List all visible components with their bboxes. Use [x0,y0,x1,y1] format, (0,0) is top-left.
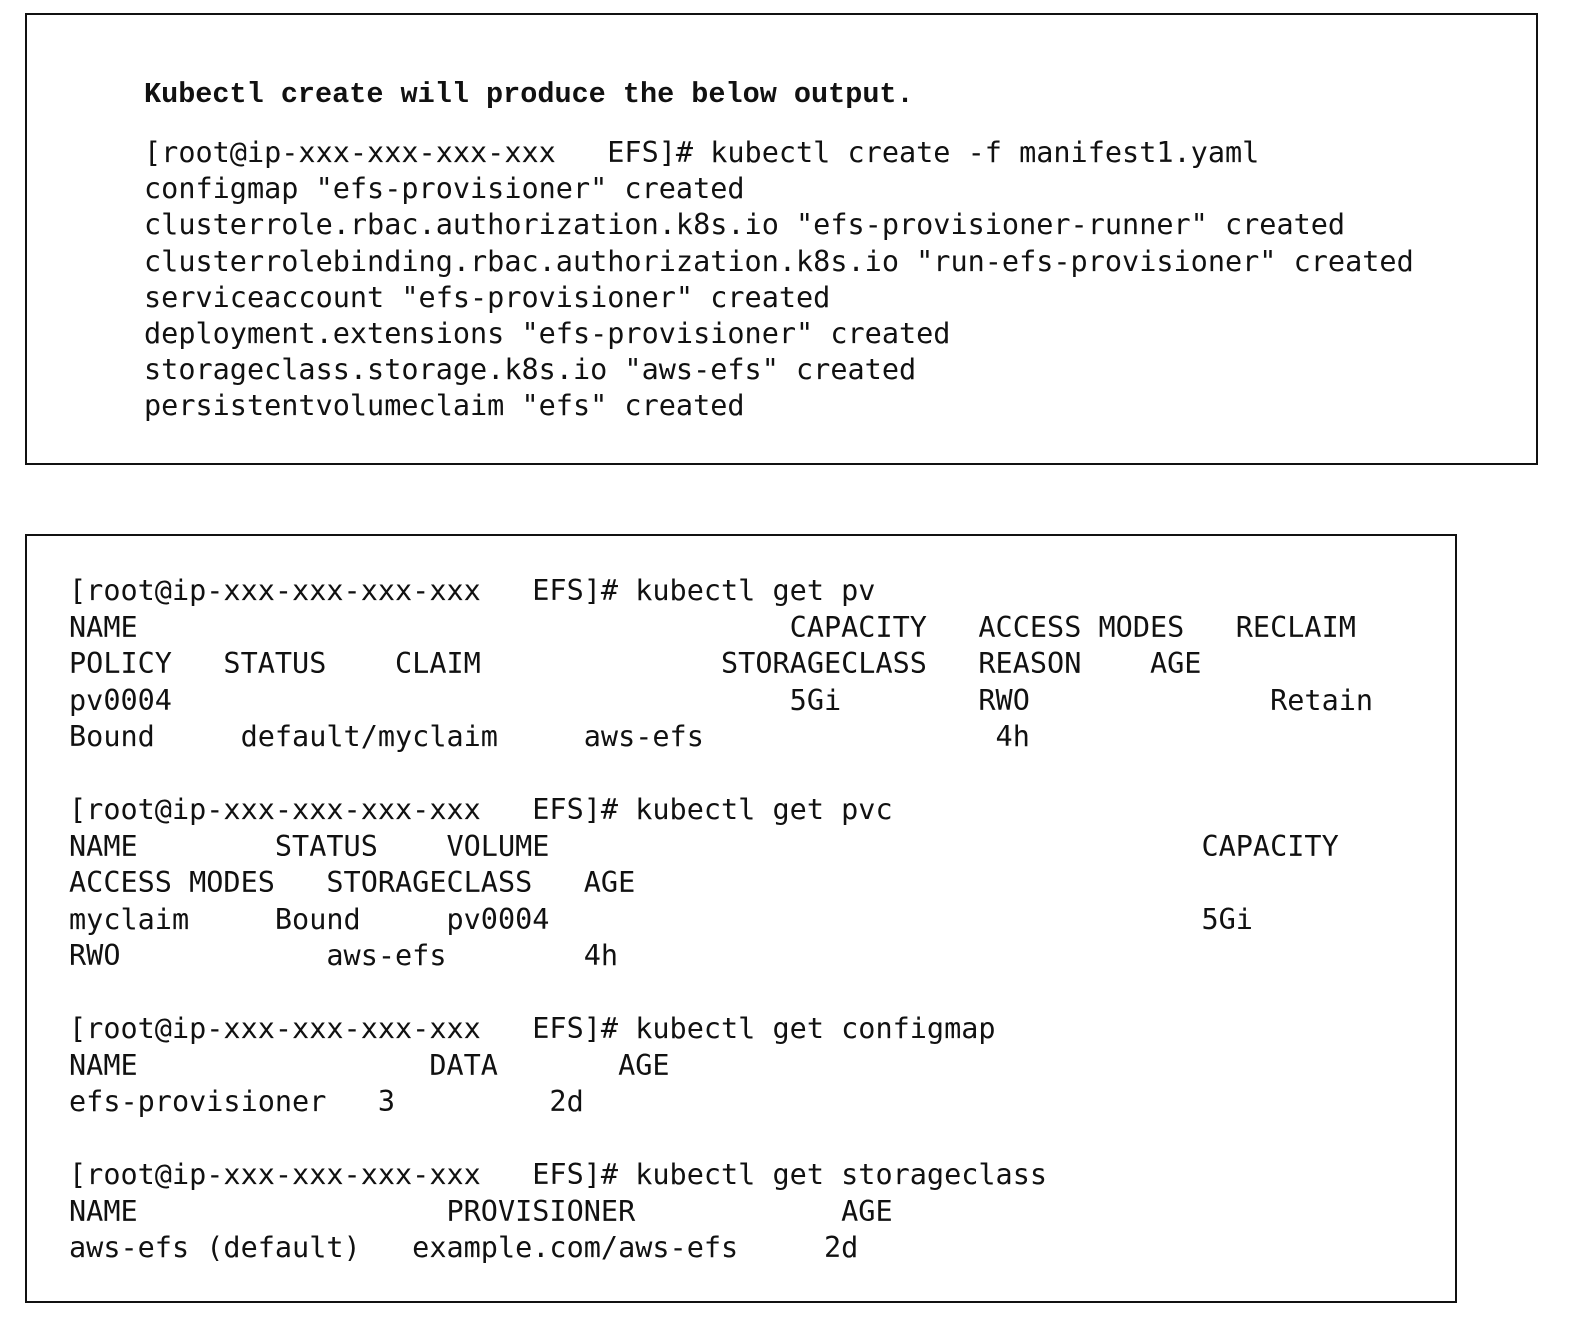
get-pvc-header-line: ACCESS MODES STORAGECLASS AGE [69,866,636,899]
get-pv-header-line: NAME CAPACITY ACCESS MODES RECLAIM [69,610,1356,644]
create-command-output: [root@ip-xxx-xxx-xxx-xxx EFS]# kubectl c… [144,135,1414,425]
blank-line [69,1121,1373,1158]
get-pv-header-line: POLICY STATUS CLAIM STORAGECLASS REASON … [69,647,1202,680]
get-pvc-header-line: NAME STATUS VOLUME CAPACITY [69,829,1339,863]
get-configmap-prompt-line: [root@ip-xxx-xxx-xxx-xxx EFS]# kubectl g… [69,1012,996,1045]
get-pvc-prompt-line: [root@ip-xxx-xxx-xxx-xxx EFS]# kubectl g… [69,793,893,826]
create-output-line: clusterrole.rbac.authorization.k8s.io "e… [144,208,1346,242]
blank-line [69,975,1373,1012]
create-output-heading: Kubectl create will produce the below ou… [144,78,914,111]
create-output-line: serviceaccount "efs-provisioner" created [144,280,831,314]
get-configmap-row-line: efs-provisioner 3 2d [69,1085,584,1118]
get-storageclass-prompt-line: [root@ip-xxx-xxx-xxx-xxx EFS]# kubectl g… [69,1158,1048,1191]
get-pv-row-line: pv0004 5Gi RWO Retain [69,683,1374,717]
create-output-line: clusterrolebinding.rbac.authorization.k8… [144,244,1414,278]
create-output-line: configmap "efs-provisioner" created [144,172,745,206]
get-pvc-row-line: RWO aws-efs 4h [69,939,619,972]
get-pv-row-line: Bound default/myclaim aws-efs 4h [69,720,1030,753]
get-pv-prompt-line: [root@ip-xxx-xxx-xxx-xxx EFS]# kubectl g… [69,574,876,607]
create-output-line: persistentvolumeclaim "efs" created [144,389,745,423]
blank-line [69,756,1373,793]
create-prompt-line: [root@ip-xxx-xxx-xxx-xxx EFS]# kubectl c… [144,136,1260,169]
get-storageclass-row-line: aws-efs (default) example.com/aws-efs 2d [69,1231,859,1264]
create-output-line: storageclass.storage.k8s.io "aws-efs" cr… [144,353,917,387]
kubectl-create-output-box: Kubectl create will produce the below ou… [25,13,1538,465]
create-output-line: deployment.extensions "efs-provisioner" … [144,316,951,350]
get-configmap-header-line: NAME DATA AGE [69,1048,670,1082]
get-commands-output: [root@ip-xxx-xxx-xxx-xxx EFS]# kubectl g… [69,573,1373,1267]
kubectl-get-output-box: [root@ip-xxx-xxx-xxx-xxx EFS]# kubectl g… [25,534,1457,1303]
get-pvc-row-line: myclaim Bound pv0004 5Gi [69,902,1253,936]
get-storageclass-header-line: NAME PROVISIONER AGE [69,1194,893,1228]
